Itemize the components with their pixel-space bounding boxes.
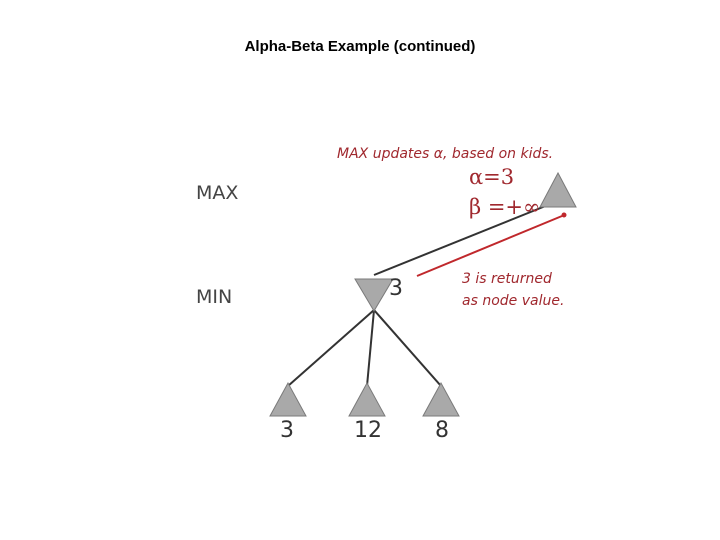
leaf-value-2: 12 <box>354 418 382 443</box>
leaf-value-3: 8 <box>435 418 449 443</box>
max-level-label: MAX <box>196 182 238 204</box>
edge-min-to-leaf-2 <box>366 309 375 387</box>
leaf-value-1: 3 <box>280 418 294 443</box>
edge-min-to-leaf-3 <box>373 309 442 387</box>
alpha-value: α=3 <box>469 165 514 189</box>
min-node-value: 3 <box>389 276 403 301</box>
leaf-node-3 <box>422 381 460 417</box>
max-update-note: MAX updates α, based on kids. <box>337 146 553 162</box>
leaf-node-2 <box>348 381 386 417</box>
edge-min-to-leaf-1 <box>287 309 375 387</box>
edge-max-to-min <box>373 204 549 276</box>
leaf-node-1 <box>269 381 307 417</box>
returned-note-line-1: 3 is returned <box>462 271 552 287</box>
return-arrow-head <box>561 212 567 218</box>
min-node <box>354 278 394 312</box>
min-level-label: MIN <box>196 286 232 308</box>
beta-value: β =+∞ <box>469 195 541 219</box>
returned-note-line-2: as node value. <box>462 293 564 309</box>
max-node <box>539 171 577 208</box>
slide-title: Alpha-Beta Example (continued) <box>244 38 476 55</box>
return-arrow <box>416 215 563 277</box>
